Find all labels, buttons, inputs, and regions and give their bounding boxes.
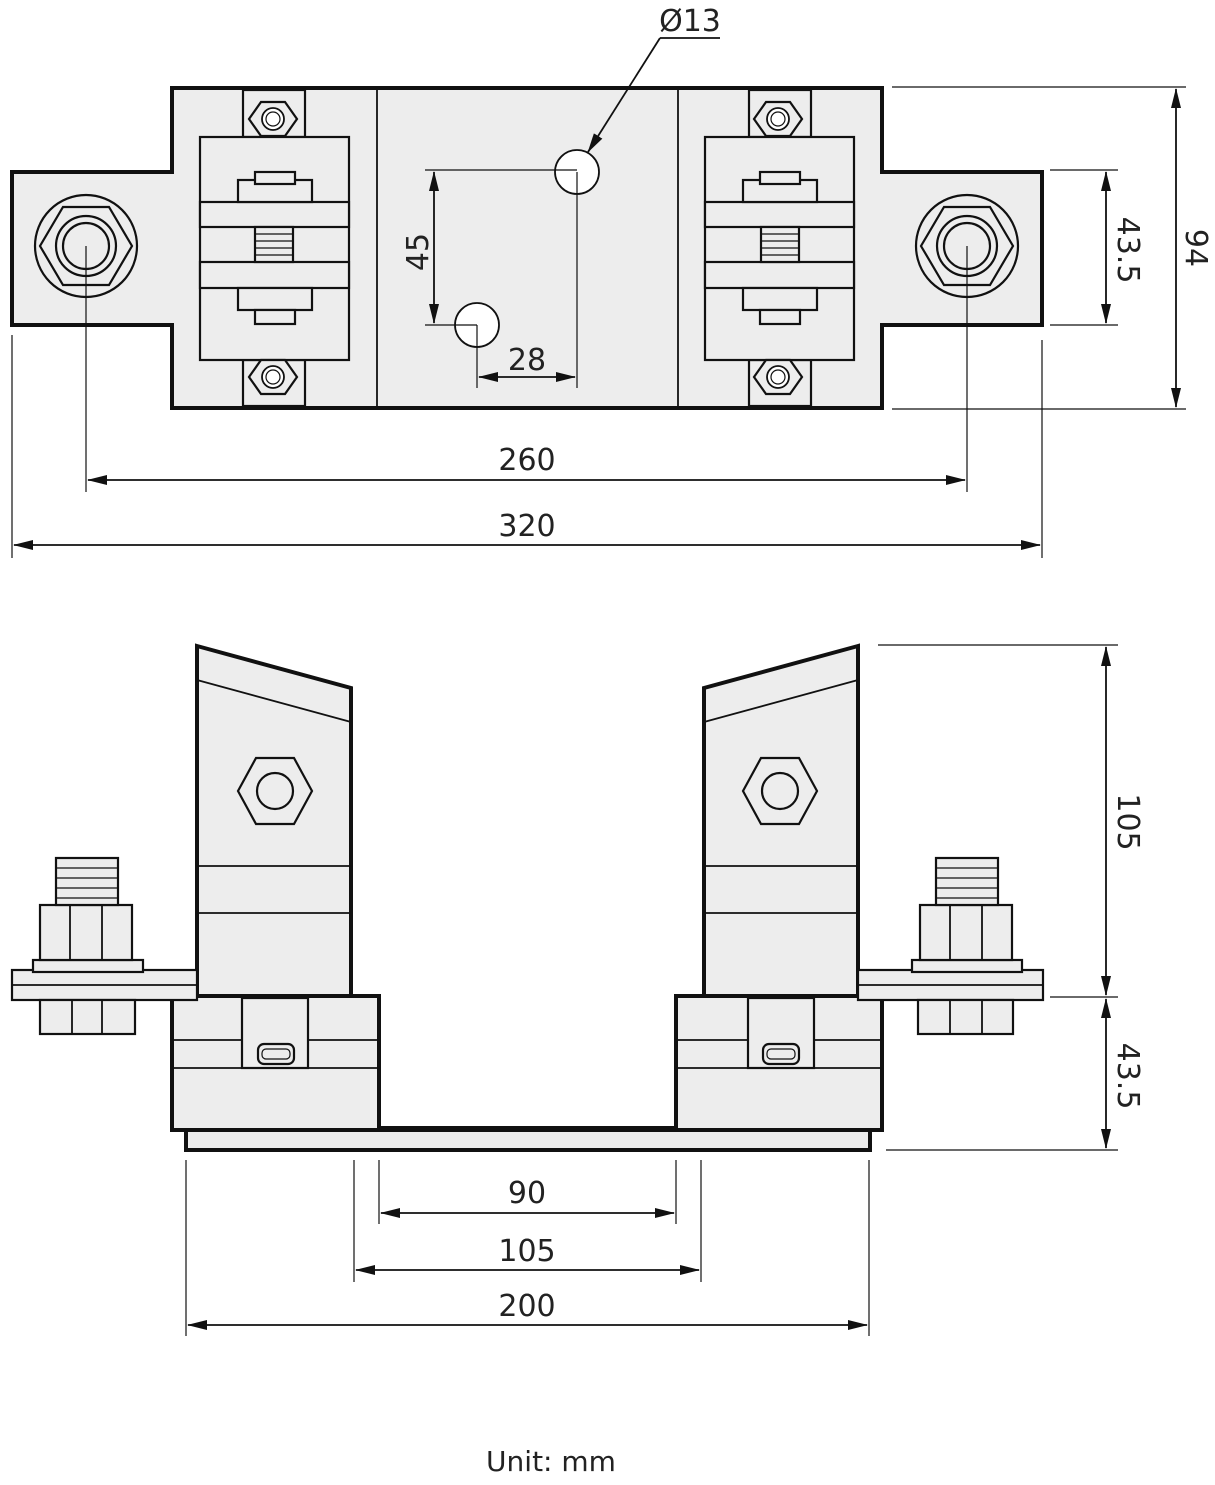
right-contact-assembly — [703, 88, 856, 408]
dim-inner-gap: 90 — [378, 1160, 677, 1224]
dim-base-length-label: 200 — [498, 1289, 555, 1324]
dim-hole-diameter-label: Ø13 — [659, 4, 721, 39]
dim-base-height-label: 43.5 — [1110, 1043, 1145, 1110]
dim-overall-width-label: 94 — [1178, 229, 1213, 267]
dim-mount-spacing-label: 260 — [498, 443, 555, 478]
dim-hole-horizontal-label: 28 — [508, 343, 546, 378]
dim-mount-spacing: 260 — [85, 246, 968, 492]
dim-inner-gap-label: 90 — [508, 1176, 546, 1211]
side-view: 105 43.5 90 105 200 — [10, 643, 1145, 1336]
dim-hole-vertical: 45 — [401, 169, 577, 326]
dim-overall-width: 94 — [892, 86, 1213, 410]
dim-base-length: 200 — [185, 1160, 870, 1336]
dim-base-inner-width: 105 — [353, 1160, 702, 1282]
right-terminal — [856, 856, 1045, 1036]
dim-contact-height-label: 105 — [1110, 793, 1145, 850]
dim-flange-height: 43.5 — [1050, 169, 1145, 326]
dim-overall-length-label: 320 — [498, 509, 555, 544]
left-terminal — [10, 856, 199, 1036]
dim-hole-horizontal: 28 — [476, 172, 578, 388]
dim-flange-height-label: 43.5 — [1110, 217, 1145, 284]
dim-hole-diameter: Ø13 — [587, 4, 721, 153]
dim-base-height: 43.5 — [886, 998, 1145, 1151]
dim-hole-vertical-label: 45 — [401, 233, 436, 271]
base-plate — [184, 1128, 872, 1152]
dim-base-inner-width-label: 105 — [498, 1234, 555, 1269]
left-contact-assembly — [198, 88, 351, 408]
top-view: Ø13 45 28 260 320 — [10, 4, 1213, 558]
unit-label: Unit: mm — [486, 1445, 616, 1478]
dim-overall-length: 320 — [11, 335, 1043, 558]
dim-contact-height: 105 — [878, 644, 1145, 998]
